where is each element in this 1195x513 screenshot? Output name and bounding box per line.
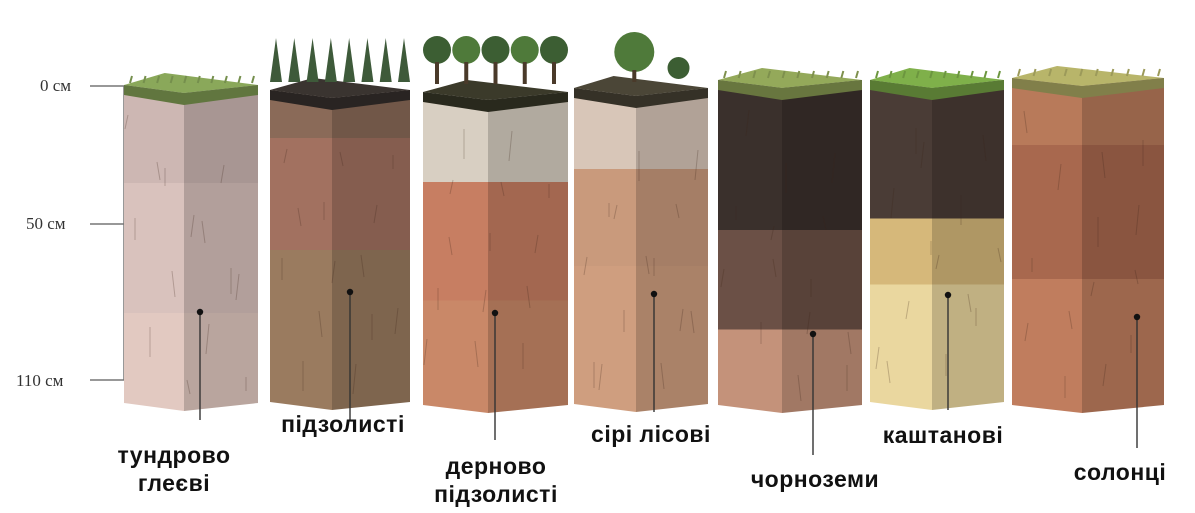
forest-tree-crown <box>423 36 451 64</box>
grass-blade <box>252 76 254 83</box>
forest-tree-trunk <box>552 62 556 84</box>
forest-tree-crown <box>511 36 539 64</box>
soil-label-podzolic: підзолисті <box>258 410 428 438</box>
conifer-tree <box>398 38 410 82</box>
soil-block-5 <box>870 68 1004 410</box>
depth-tick-label-110: 110 см <box>16 371 63 391</box>
pointer-dot <box>197 309 203 315</box>
pointer-dot <box>1134 314 1140 320</box>
tree-crown <box>614 32 654 72</box>
conifer-tree <box>361 38 373 82</box>
grass-blade <box>1158 69 1160 76</box>
grass-blade <box>841 71 843 78</box>
conifer-tree <box>325 38 337 82</box>
soil-label-sod-podzolic: дерново підзолисті <box>416 452 576 508</box>
soil-block-4 <box>718 68 862 455</box>
grass-blade <box>724 71 726 78</box>
conifer-tree <box>307 38 319 82</box>
soil-face-left <box>718 80 782 413</box>
tree-trunk <box>632 70 636 82</box>
grass-blade <box>1142 69 1144 76</box>
soil-label-line: каштанові <box>858 421 1028 449</box>
soil-label-line: тундрово <box>104 441 244 469</box>
grass-blade <box>998 71 1000 78</box>
soil-label-tundra-gley: тундрово глеєві <box>104 441 244 497</box>
soil-label-solonetz: солонці <box>1050 458 1190 486</box>
pointer-dot <box>347 289 353 295</box>
forest-tree-trunk <box>523 62 527 84</box>
conifer-tree <box>270 38 282 82</box>
pointer-dot <box>651 291 657 297</box>
soil-label-line: солонці <box>1050 458 1190 486</box>
forest-tree-crown <box>482 36 510 64</box>
soil-label-line: сірі лісові <box>566 420 736 448</box>
grass-blade <box>856 71 858 78</box>
depth-tick-label-0: 0 см <box>40 76 71 96</box>
soil-label-line: дерново <box>416 452 576 480</box>
soil-block-0 <box>124 73 258 420</box>
forest-tree-crown <box>452 36 480 64</box>
grass-blade <box>984 71 986 78</box>
forest-tree-trunk <box>464 62 468 84</box>
soil-face-left <box>1012 78 1082 413</box>
soil-face-right <box>782 80 862 413</box>
pointer-dot <box>492 310 498 316</box>
soil-face-right <box>184 85 258 411</box>
soil-label-chestnut: каштанові <box>858 421 1028 449</box>
forest-tree-trunk <box>435 62 439 84</box>
soil-label-line: чорноземи <box>730 465 900 493</box>
soil-block-3 <box>574 32 708 412</box>
grass-blade <box>876 71 878 78</box>
soil-block-2 <box>423 36 568 440</box>
pointer-dot <box>945 292 951 298</box>
conifer-tree <box>380 38 392 82</box>
soil-face-right <box>636 88 708 412</box>
bush <box>668 57 690 79</box>
soil-face-right <box>1082 78 1164 413</box>
depth-tick-label-50: 50 см <box>26 214 66 234</box>
soil-label-line: підзолисті <box>258 410 428 438</box>
soil-label-grey-forest: сірі лісові <box>566 420 736 448</box>
grass-blade <box>238 76 240 83</box>
soil-face-left <box>574 88 636 412</box>
conifer-tree <box>343 38 355 82</box>
grass-blade <box>1018 69 1020 76</box>
soil-label-line: підзолисті <box>416 480 576 508</box>
soil-face-left <box>270 90 332 410</box>
soil-block-6 <box>1012 66 1164 448</box>
soil-face-right <box>488 92 568 413</box>
deciduous-tree-icon <box>614 32 689 82</box>
conifer-tree <box>288 38 300 82</box>
grass-blade <box>130 76 132 83</box>
soil-face-right <box>932 80 1004 410</box>
soil-label-line: глеєві <box>104 469 244 497</box>
soil-label-chernozem: чорноземи <box>730 465 900 493</box>
mixed-forest-icon <box>423 36 568 84</box>
soil-block-1 <box>270 38 410 420</box>
soil-face-right <box>332 90 410 410</box>
conifer-forest-icon <box>270 38 410 82</box>
pointer-dot <box>810 331 816 337</box>
soil-face-left <box>124 85 184 411</box>
forest-tree-crown <box>540 36 568 64</box>
soil-face-left <box>870 80 932 410</box>
forest-tree-trunk <box>494 62 498 84</box>
